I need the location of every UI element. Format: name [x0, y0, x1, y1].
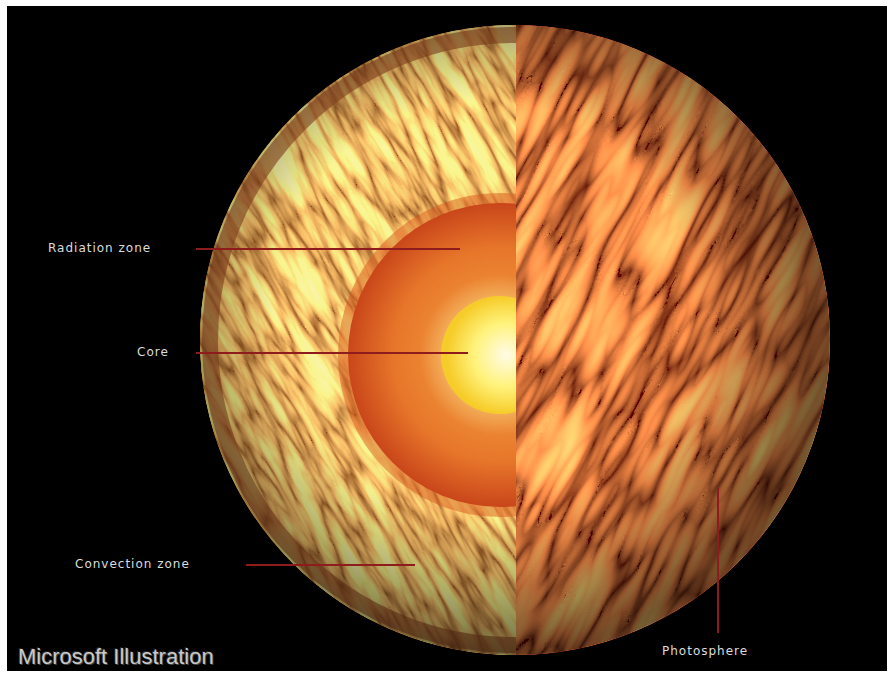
zone-label: Core — [137, 345, 169, 359]
background — [7, 6, 887, 671]
convection-cut — [0, 0, 516, 677]
leader-line — [196, 352, 468, 354]
leader-line — [246, 564, 415, 566]
core — [441, 296, 516, 414]
core-glow — [420, 275, 516, 435]
leader-line — [717, 488, 719, 633]
zone-label: Convection zone — [75, 557, 190, 571]
radiation-zone-rim — [338, 193, 516, 517]
photosphere-surface — [516, 0, 894, 677]
zone-label: Radiation zone — [48, 241, 151, 255]
watermark: Microsoft Illustration — [18, 644, 214, 670]
leader-lines — [196, 249, 718, 633]
inner-zones — [338, 193, 516, 517]
leader-line — [196, 248, 460, 250]
zone-label: Photosphere — [662, 644, 748, 658]
